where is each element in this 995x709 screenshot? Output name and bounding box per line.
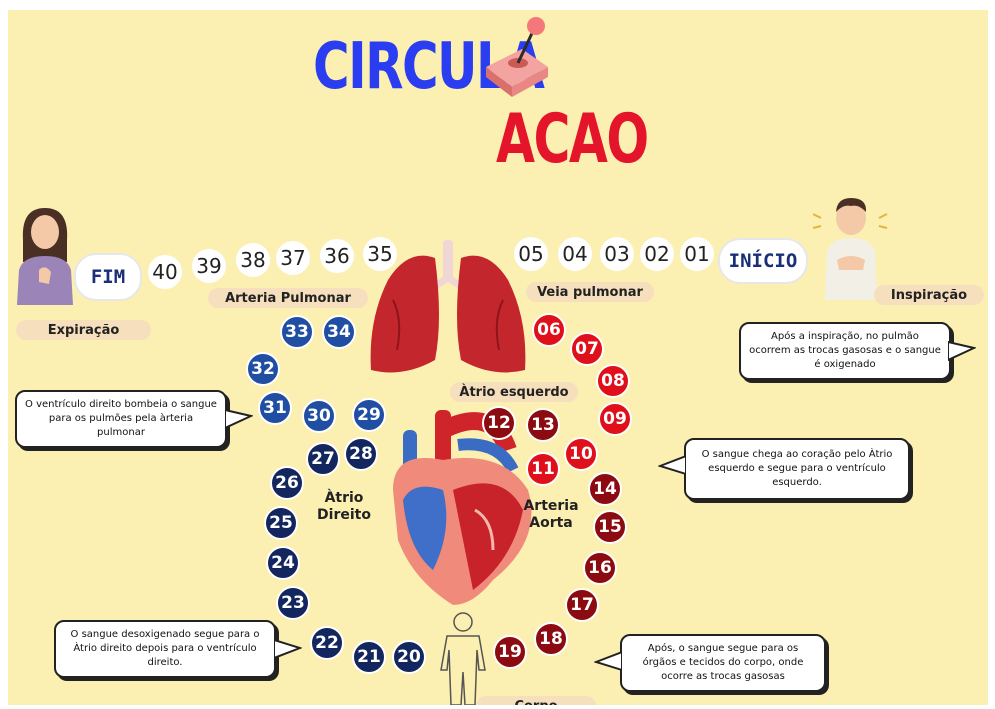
human-body-icon bbox=[433, 610, 493, 705]
step-10: 10 bbox=[564, 437, 598, 471]
step-30: 30 bbox=[302, 399, 336, 433]
step-05: 05 bbox=[514, 237, 548, 271]
end-label: FIM bbox=[74, 253, 142, 301]
step-11: 11 bbox=[526, 452, 560, 486]
bubble-corpo: Após, o sangue segue para os órgãos e te… bbox=[620, 634, 826, 692]
step-02: 02 bbox=[640, 237, 674, 271]
step-28: 28 bbox=[344, 437, 378, 471]
bubble-tail bbox=[658, 454, 686, 478]
label-atrio-esquerdo: Àtrio esquerdo bbox=[450, 382, 578, 402]
step-06: 06 bbox=[532, 313, 566, 347]
step-36: 36 bbox=[320, 239, 354, 273]
step-35: 35 bbox=[363, 237, 397, 271]
step-23: 23 bbox=[276, 586, 310, 620]
bubble-tail bbox=[594, 650, 622, 674]
step-22: 22 bbox=[310, 626, 344, 660]
label-veia-pulmonar: Veia pulmonar bbox=[526, 282, 654, 302]
step-39: 39 bbox=[192, 249, 226, 283]
label-inspiracao: Inspiração bbox=[874, 285, 984, 305]
bubble-desoxigenado: O sangue desoxigenado segue para o Àtrio… bbox=[54, 620, 276, 678]
label-atrio-direito-line1: Àtrio bbox=[314, 490, 374, 507]
step-19: 19 bbox=[493, 635, 527, 669]
woman-exhaling-icon bbox=[13, 200, 78, 305]
step-12: 12 bbox=[482, 406, 516, 440]
step-01: 01 bbox=[680, 237, 714, 271]
label-atrio-direito: Àtrio Direito bbox=[314, 490, 374, 524]
step-16: 16 bbox=[583, 551, 617, 585]
step-37: 37 bbox=[276, 241, 310, 275]
bubble-tail bbox=[225, 408, 253, 432]
label-corpo: Corpo bbox=[476, 696, 596, 705]
step-18: 18 bbox=[534, 622, 568, 656]
step-03: 03 bbox=[600, 237, 634, 271]
step-15: 15 bbox=[593, 510, 627, 544]
step-21: 21 bbox=[352, 640, 386, 674]
start-label: INÍCIO bbox=[718, 238, 808, 284]
bubble-tail bbox=[274, 638, 302, 662]
step-31: 31 bbox=[258, 391, 292, 425]
step-24: 24 bbox=[266, 546, 300, 580]
step-04: 04 bbox=[558, 237, 592, 271]
step-33: 33 bbox=[280, 315, 314, 349]
joystick-icon bbox=[478, 15, 558, 105]
step-25: 25 bbox=[264, 506, 298, 540]
step-20: 20 bbox=[392, 640, 426, 674]
man-inhaling-icon bbox=[813, 190, 888, 300]
label-expiracao: Expiração bbox=[16, 320, 151, 340]
label-arteria-pulmonar: Arteria Pulmonar bbox=[208, 288, 368, 308]
step-29: 29 bbox=[352, 398, 386, 432]
bubble-inspiracao: Após a inspiração, no pulmão ocorrem as … bbox=[739, 322, 951, 380]
step-32: 32 bbox=[246, 352, 280, 386]
step-40: 40 bbox=[148, 255, 182, 289]
step-17: 17 bbox=[565, 588, 599, 622]
bubble-ventriculo-direito: O ventrículo direito bombeia o sangue pa… bbox=[15, 390, 227, 448]
step-13: 13 bbox=[526, 408, 560, 442]
step-08: 08 bbox=[596, 364, 630, 398]
label-arteria-aorta-line1: Arteria bbox=[516, 498, 586, 515]
step-34: 34 bbox=[322, 315, 356, 349]
step-09: 09 bbox=[598, 402, 632, 436]
bubble-atrio-esquerdo: O sangue chega ao coração pelo Àtrio esq… bbox=[684, 438, 910, 500]
label-arteria-aorta: Arteria Aorta bbox=[516, 498, 586, 532]
title-line-2: ACAO bbox=[496, 100, 648, 179]
step-27: 27 bbox=[306, 442, 340, 476]
step-14: 14 bbox=[588, 472, 622, 506]
label-atrio-direito-line2: Direito bbox=[314, 507, 374, 524]
step-26: 26 bbox=[270, 466, 304, 500]
step-38: 38 bbox=[236, 243, 270, 277]
step-07: 07 bbox=[570, 332, 604, 366]
bubble-tail bbox=[948, 340, 976, 364]
label-arteria-aorta-line2: Aorta bbox=[516, 515, 586, 532]
game-board: CIRCULA ACAO bbox=[8, 10, 988, 705]
